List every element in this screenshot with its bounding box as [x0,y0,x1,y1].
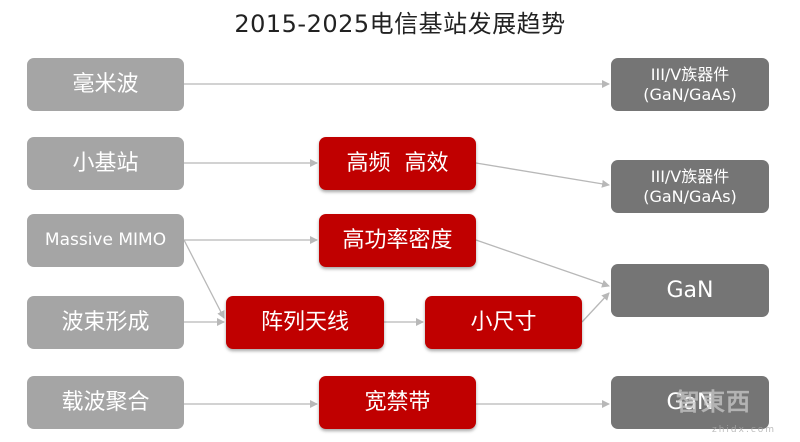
arrow-power-to-gan [475,239,610,288]
node-gan-1: GaN [611,264,769,317]
node-array-antenna: 阵列天线 [226,296,384,349]
node-gan-2: GaN [611,376,769,429]
node-iiiv-devices-1: III/V族器件 (GaN/GaAs) [611,58,769,111]
arrow-small-to-gan [581,292,610,323]
node-high-power-density: 高功率密度 [319,214,476,267]
arrow-mimo-to-array [183,239,225,319]
watermark-url: zhidx.com [712,425,777,435]
node-label-line1: III/V族器件 [650,166,730,186]
node-iiiv-devices-2: III/V族器件 (GaN/GaAs) [611,160,769,213]
node-label-line2: (GaN/GaAs) [643,84,737,104]
node-wide-bandgap: 宽禁带 [319,376,476,429]
node-massive-mimo: Massive MIMO [27,214,184,267]
watermark-logo: 智東西 [676,388,751,416]
node-label-line1: III/V族器件 [650,64,730,84]
arrow-highfreq-to-iiiv [475,162,610,188]
node-label-line2: (GaN/GaAs) [643,186,737,206]
node-mmwave: 毫米波 [27,58,184,111]
node-small-size: 小尺寸 [425,296,582,349]
node-carrier-aggregation: 载波聚合 [27,376,184,429]
node-small-cell: 小基站 [27,137,184,190]
node-high-freq-efficiency: 高频 高效 [319,137,476,190]
diagram-title: 2015-2025电信基站发展趋势 [234,10,566,38]
node-beamforming: 波束形成 [27,296,184,349]
